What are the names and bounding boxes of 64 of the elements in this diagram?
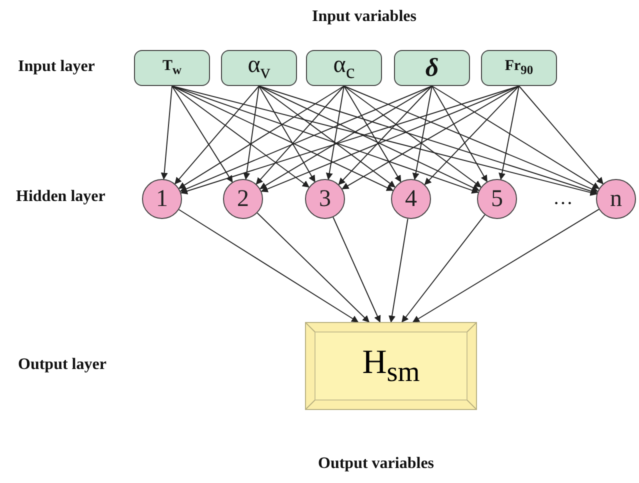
- layer-label: Input layer: [18, 58, 95, 76]
- arrow: [332, 216, 381, 323]
- arrow: [326, 86, 344, 180]
- node-label: δ: [425, 53, 439, 83]
- node-label: 5: [491, 186, 503, 212]
- arrow: [344, 86, 482, 188]
- arrow: [424, 86, 520, 186]
- node-label: 1: [156, 186, 168, 212]
- arrow: [388, 218, 408, 323]
- node-label: 4: [405, 186, 417, 212]
- arrow: [172, 86, 310, 188]
- arrow: [432, 86, 488, 182]
- layer-label: Hidden layer: [16, 188, 106, 206]
- arrow: [402, 214, 486, 323]
- ellipsis: …: [553, 187, 573, 210]
- arrow: [178, 209, 359, 322]
- arrow: [260, 86, 520, 192]
- arrow: [432, 86, 600, 190]
- arrow: [260, 86, 432, 190]
- title: Input variables: [312, 8, 416, 26]
- input-node: [394, 50, 470, 86]
- neuron-circle: [391, 179, 431, 219]
- arrow: [344, 86, 598, 192]
- output-node: [305, 322, 477, 410]
- arrow: [412, 208, 600, 322]
- input-node: [134, 50, 210, 86]
- arrow: [258, 86, 316, 182]
- node-label: 2: [237, 186, 249, 212]
- input-node: [306, 50, 382, 86]
- neuron-circle: [477, 179, 517, 219]
- arrow: [172, 86, 394, 191]
- arrow: [160, 86, 172, 180]
- arrow: [344, 86, 402, 182]
- arrow: [518, 86, 604, 184]
- neuron-circle: [305, 179, 345, 219]
- arrow: [498, 86, 520, 180]
- arrow: [256, 212, 370, 322]
- arrow: [256, 86, 344, 185]
- arrow: [180, 86, 432, 192]
- neuron-circle: [223, 179, 263, 219]
- arrow: [342, 86, 520, 190]
- node-label: n: [610, 186, 622, 212]
- arrow: [412, 86, 432, 180]
- arrow: [258, 86, 396, 188]
- arrow: [258, 86, 480, 191]
- neuron-circle: [596, 179, 636, 219]
- layer-label: Output layer: [18, 356, 106, 374]
- arrow: [172, 86, 233, 183]
- node-label: 3: [319, 186, 331, 212]
- arrow: [174, 86, 260, 184]
- node-label: α$_{c}$: [333, 52, 355, 84]
- input-node: [481, 50, 557, 86]
- arrow: [243, 86, 260, 180]
- caption: Output variables: [318, 455, 434, 473]
- arrow: [178, 86, 344, 189]
- neuron-circle: [142, 179, 182, 219]
- input-node: [221, 50, 297, 86]
- node-label: T$_{w}$: [162, 58, 182, 78]
- arrow: [258, 86, 598, 194]
- arrow: [338, 86, 432, 185]
- arrow: [172, 86, 598, 196]
- node-label: α$_{v}$: [248, 52, 270, 84]
- node-label: Fr$_{90}$: [504, 58, 534, 78]
- node-label: H$_{sm}$: [362, 344, 420, 388]
